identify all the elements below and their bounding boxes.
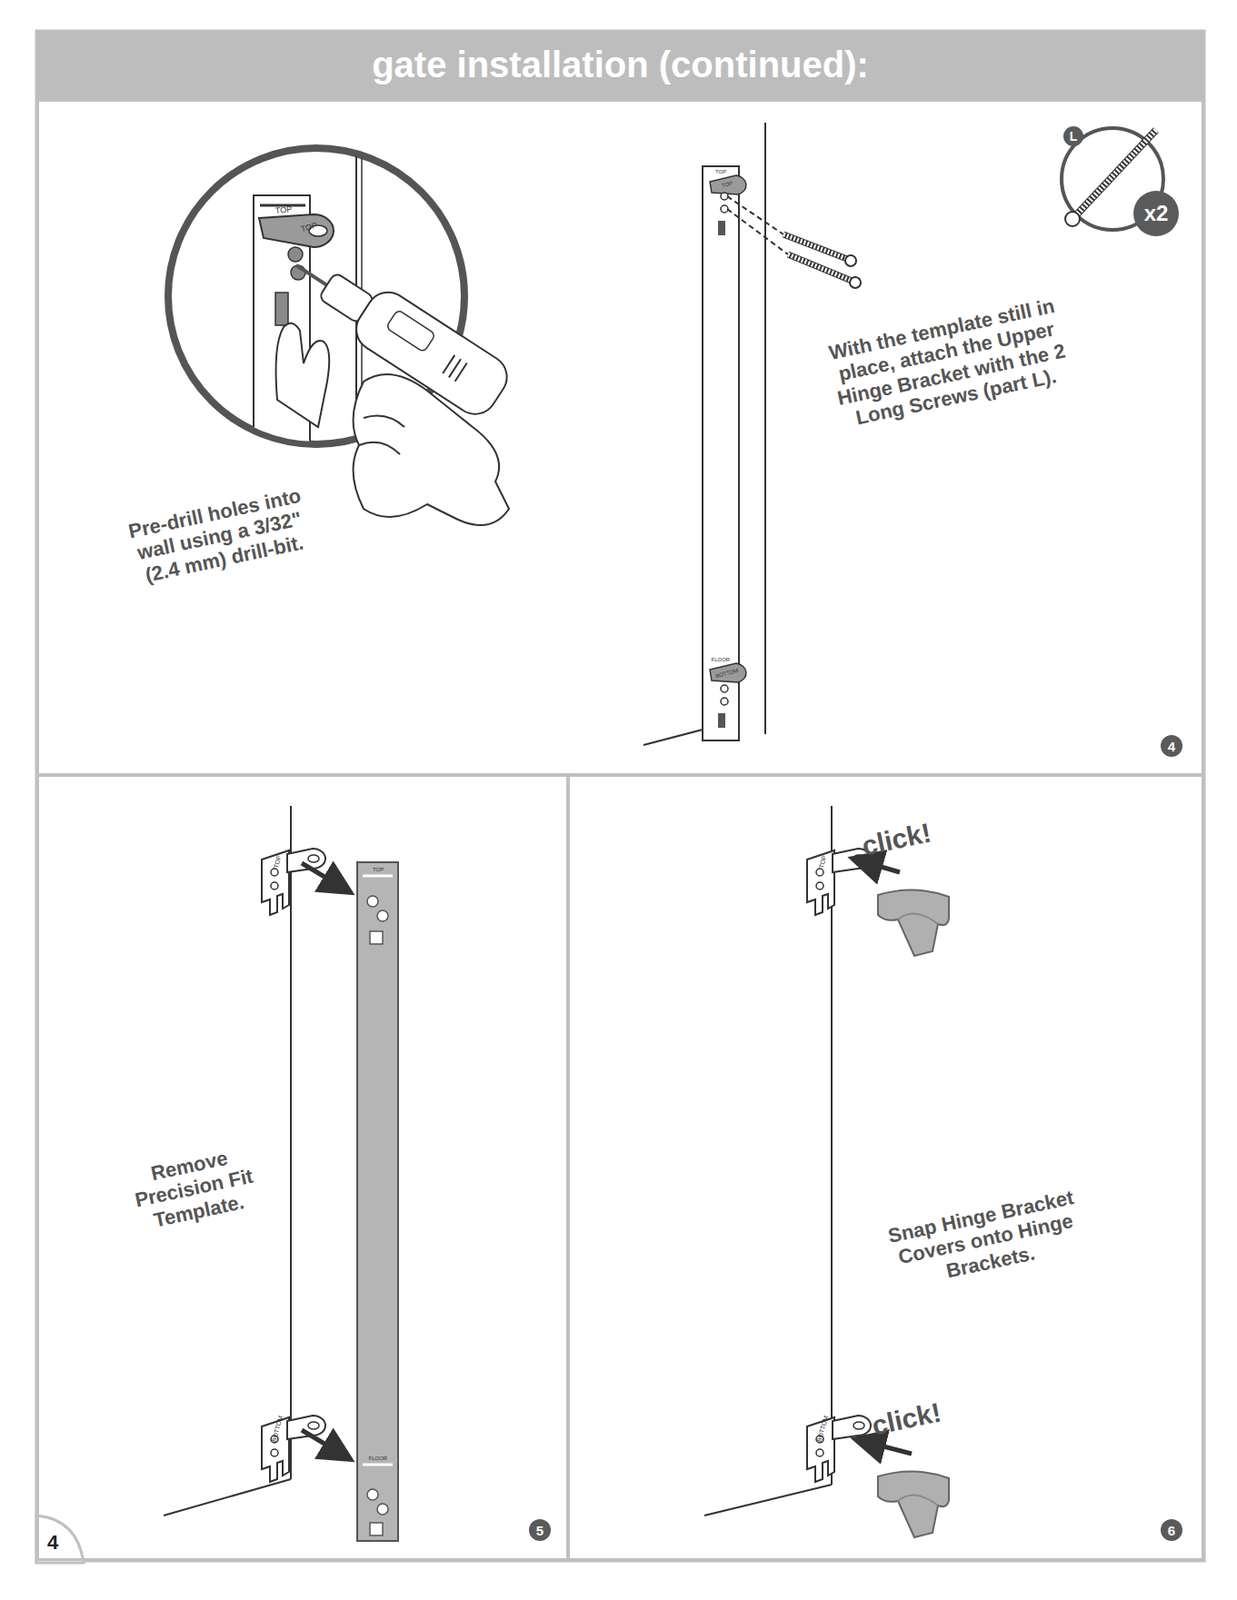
illustration-shape [288,247,303,262]
illustration-shape [359,416,405,455]
badge-text: x2 [1144,202,1169,225]
illustration-shape [377,1504,389,1516]
template [702,166,739,741]
illustration-shape [856,859,900,873]
step-number: 4 [1160,735,1183,758]
page-notch [36,1516,84,1564]
badge-text: 4 [1167,739,1176,754]
illustration-shape [704,1485,832,1517]
illustration-shape [877,889,949,957]
wall-edge [764,122,767,735]
illustration-shape [720,698,729,706]
illustration-shape [367,1489,379,1501]
callout-text: click! [868,1398,943,1440]
illustration-shape [788,254,852,281]
badge-text: 6 [1167,1524,1176,1538]
callout-text: click! [858,818,933,860]
illustration-shape [369,931,383,945]
step-number: 6 [1160,1519,1183,1542]
illustration-shape [301,863,348,891]
illustration-shape [1065,211,1080,227]
part-marking: TOP [372,867,384,873]
illustration-shape [845,255,857,267]
quantity-badge: x2 [1133,190,1179,237]
illustration-shape [261,848,326,916]
illustration-shape [369,1523,383,1537]
illustration-shape [720,205,729,213]
instruction-text: Remove Precision Fit Template. [109,1138,280,1240]
illustration-shape [849,277,861,289]
instruction-text: Snap Hinge Bracket Covers onto Hinge Bra… [860,1180,1111,1298]
step-panel: Remove Precision Fit Template. 5 [36,774,569,1562]
illustration-shape [275,292,289,326]
part-marking: FLOOR [711,657,731,663]
illustration-shape [276,323,330,428]
illustration-shape [718,713,726,729]
illustration-shape [807,848,871,916]
illustration-shape [709,175,747,195]
callout-text: 4 [47,1533,59,1554]
illustration-shape [718,220,726,236]
instruction-text: With the template still in place, attach… [806,289,1092,436]
illustration-shape [296,265,329,287]
hand [353,374,509,526]
page-title: gate installation (continued): [36,30,1205,100]
badge-text: 5 [536,1524,544,1538]
illustration-shape [261,1416,326,1483]
illustration-shape [163,1479,291,1517]
header-bar [36,30,1205,100]
illustration-shape [455,363,468,382]
step-number: 5 [528,1519,551,1542]
illustration-shape [720,192,729,200]
illustration-shape [362,875,393,878]
part-marking: TOP [715,169,727,175]
illustration-shape [709,663,747,683]
step-panel: Snap Hinge Bracket Covers onto Hinge Bra… [567,774,1205,1562]
illustration-shape [301,1430,348,1458]
illustration-shape [259,214,334,248]
illustration-shape [362,1464,393,1467]
illustration-shape [877,1471,949,1538]
illustration-shape [720,685,729,693]
illustration-shape [807,1416,871,1483]
instruction-text: Pre-drill holes into wall using a 3/32" … [116,481,322,590]
template [357,862,399,1542]
illustration-shape [858,1440,912,1455]
illustration-shape [788,254,852,281]
illustration-shape [727,209,789,255]
illustration-shape [289,806,292,1480]
page-frame [36,30,1205,1562]
step-panel: Pre-drill holes into wall using a 3/32" … [36,99,1205,777]
part-marking: TOP [275,205,293,216]
illustration-shape [377,910,389,922]
part-marking: FLOOR [369,1456,389,1462]
illustration-shape [367,896,379,908]
illustration-shape [385,309,436,353]
illustration-shape [643,729,703,746]
part-letter-badge: L [1063,126,1084,147]
badge-text: L [1069,129,1078,143]
